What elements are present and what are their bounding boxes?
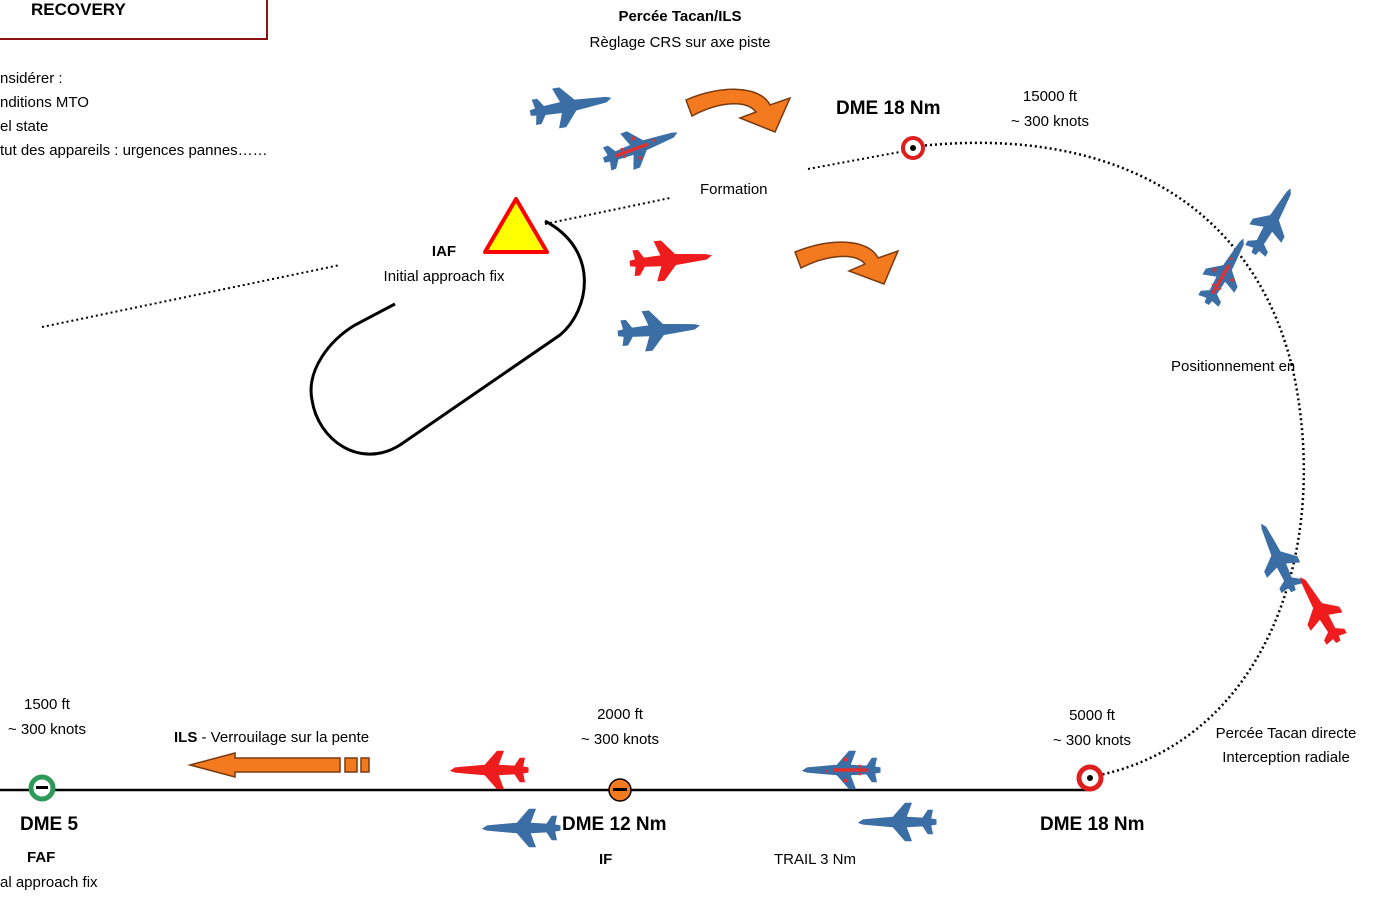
- faf-title: FAF: [27, 849, 56, 866]
- jet-blue-icon: [1245, 515, 1311, 599]
- jet-blue-icon: [616, 306, 702, 354]
- iaf-warning-triangle-icon: [483, 197, 549, 254]
- speed-if: ~ 300 knots: [581, 731, 659, 748]
- jet-red-icon: [628, 236, 714, 284]
- recovery-title-box: RECOVERY: [0, 0, 268, 40]
- holding-pattern: [309, 219, 586, 456]
- leg-line-formation: [807, 150, 906, 170]
- considerations-intro: nsidérer :: [0, 70, 63, 87]
- jet-red-icon: [449, 750, 529, 790]
- jet-blue-marked-icon: [801, 750, 881, 790]
- dme12-label: DME 12 Nm: [562, 814, 667, 835]
- leg-line-left: [41, 264, 341, 328]
- speed-dme18: ~ 300 knots: [1053, 732, 1131, 749]
- iaf-title: IAF: [431, 243, 457, 260]
- jet-blue-marked-icon: [597, 115, 685, 179]
- altitude-if: 2000 ft: [597, 706, 643, 723]
- jet-blue-icon: [481, 808, 561, 848]
- altitude-faf: 1500 ft: [24, 696, 70, 713]
- dme-arc-path: [919, 141, 1306, 777]
- interception-label: Interception radiale: [1222, 749, 1350, 766]
- dme5-label: DME 5: [20, 814, 79, 835]
- ils-label-bold: ILS: [174, 729, 198, 746]
- percee-subtitle: Règlage CRS sur axe piste: [589, 34, 771, 51]
- leg-line-iaf: [544, 197, 671, 225]
- turn-arrow-top-icon: [685, 88, 792, 133]
- jet-blue-icon: [1237, 179, 1308, 263]
- if-title: IF: [599, 851, 613, 868]
- speed-top: ~ 300 knots: [1011, 113, 1089, 130]
- faf-subtitle: al approach fix: [0, 874, 98, 891]
- ils-label: ILS - Verrouilage sur la pente: [174, 729, 369, 747]
- dme5-marker-icon: [28, 774, 56, 802]
- dme18-top-marker-icon: [901, 136, 925, 160]
- ils-label-rest: - Verrouilage sur la pente: [197, 729, 370, 746]
- recovery-title: RECOVERY: [31, 0, 126, 19]
- consideration-item: el state: [0, 118, 49, 135]
- percee-directe-label: Percée Tacan directe: [1215, 725, 1357, 742]
- jet-blue-icon: [857, 802, 937, 842]
- dme18-bottom-marker-icon: [1076, 764, 1104, 792]
- speed-faf: ~ 300 knots: [8, 721, 86, 738]
- dme12-marker-icon: [608, 778, 632, 802]
- consideration-item: nditions MTO: [0, 94, 89, 111]
- ils-arrow-icon: [187, 752, 370, 778]
- trail-label: TRAIL 3 Nm: [774, 851, 856, 868]
- altitude-top: 15000 ft: [1022, 88, 1078, 105]
- iaf-subtitle: Initial approach fix: [383, 268, 505, 285]
- positionnement-label: Positionnement en: [1171, 358, 1296, 375]
- percee-title: Percée Tacan/ILS: [618, 8, 742, 25]
- dme18-bottom-label: DME 18 Nm: [1040, 814, 1145, 835]
- dme18-top-label: DME 18 Nm: [836, 98, 941, 119]
- formation-label: Formation: [700, 181, 768, 198]
- turn-arrow-mid-icon: [794, 241, 900, 285]
- altitude-dme18: 5000 ft: [1069, 707, 1115, 724]
- consideration-item: tut des appareils : urgences pannes……: [0, 142, 268, 159]
- jet-blue-icon: [526, 78, 616, 133]
